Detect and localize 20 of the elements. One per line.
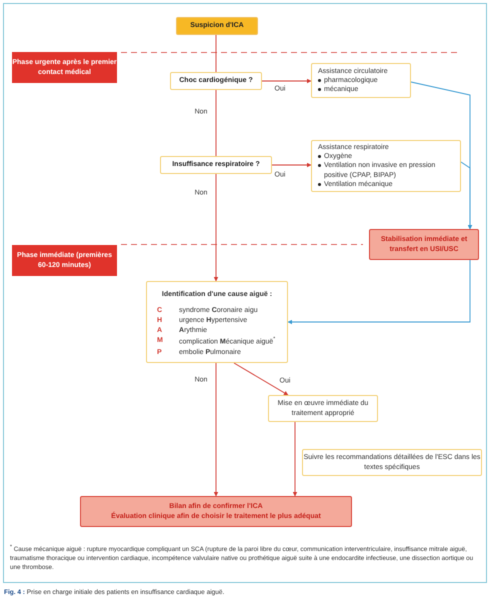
arrow bbox=[460, 162, 472, 230]
arrow bbox=[234, 362, 288, 396]
arrow bbox=[214, 174, 218, 282]
arrow bbox=[288, 260, 470, 324]
arrow bbox=[262, 78, 312, 84]
arrow bbox=[272, 162, 312, 168]
arrow bbox=[214, 362, 218, 496]
alert-box bbox=[369, 229, 479, 260]
process-box bbox=[146, 281, 288, 363]
arrow bbox=[292, 422, 298, 496]
process-box bbox=[311, 140, 461, 192]
process-box bbox=[268, 395, 378, 422]
phase-band bbox=[12, 245, 117, 276]
start-box bbox=[176, 17, 258, 35]
decision-box bbox=[160, 156, 272, 174]
process-box bbox=[311, 63, 411, 98]
alert-box bbox=[80, 496, 352, 527]
phase-band bbox=[12, 52, 117, 83]
decision-box bbox=[170, 72, 262, 90]
note-box bbox=[302, 449, 482, 476]
